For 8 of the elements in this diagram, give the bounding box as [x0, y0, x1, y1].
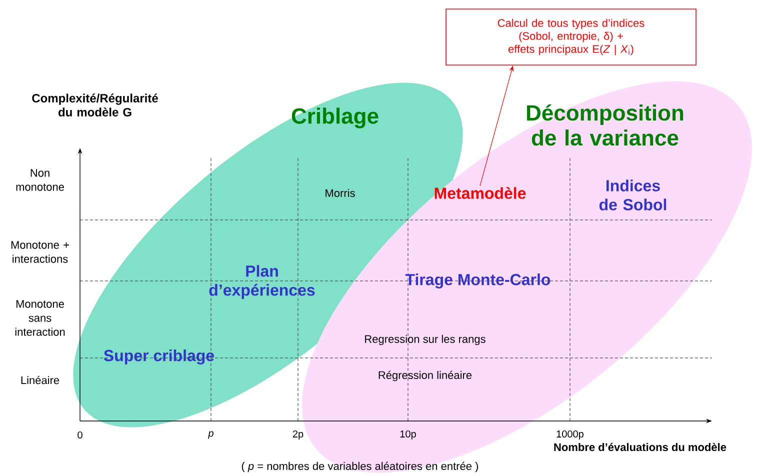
footnote: ( p = nombres de variables aléatoires en entrée ) [242, 462, 478, 472]
cell-label: Plan d’expériences [209, 265, 315, 299]
callout-box: Calcul de tous types d’indices (Sobol, entropie, δ) + effets principaux E(Z | X$_{i}$) [446, 8, 696, 66]
axis-title: Nombre d’évaluations du modèle [554, 442, 726, 452]
cell-label: Indices de Sobol [599, 180, 666, 210]
cell-label: Morris [326, 188, 355, 198]
tick-label: 1000p [556, 430, 584, 440]
row-label: Linéaire [21, 376, 60, 384]
